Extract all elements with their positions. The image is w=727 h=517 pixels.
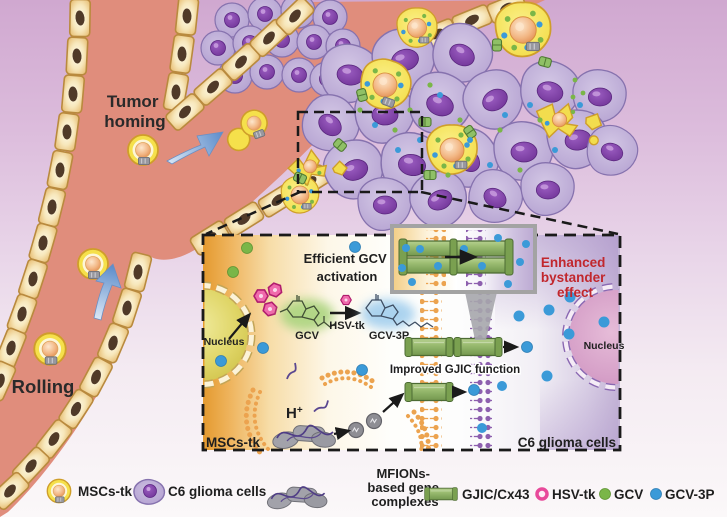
hsv-tk-enzyme <box>253 289 269 303</box>
tumor-mass <box>281 2 645 237</box>
gcv3p-structure <box>365 294 434 328</box>
legend-hsvtk-label: HSV-tk <box>552 487 596 502</box>
tumor-homing-label: Tumor homing <box>104 92 165 131</box>
gcv-label: GCV <box>295 330 320 342</box>
msc-cell <box>34 333 66 365</box>
sub-inset-dots <box>398 234 530 288</box>
glioma-nucleus <box>562 283 619 391</box>
gcv3p-label: GCV-3P <box>369 330 409 342</box>
inset-border <box>201 233 622 452</box>
c6-glioma-inset-label: C6 glioma cells <box>518 435 616 450</box>
sub-inset-magnified <box>390 224 537 294</box>
inset-labels: Efficient GCV activation GCV HSV-tk GCV-… <box>204 251 625 450</box>
vessel-lumen <box>0 0 545 517</box>
legend-gcv3p-label: GCV-3P <box>665 487 715 502</box>
inset-dots-left <box>215 241 368 376</box>
legend-gjic-label: GJIC/Cx43 <box>462 487 530 502</box>
legend-gcv-icon <box>599 488 611 500</box>
legend-msc-icon <box>47 479 70 502</box>
legend-c6-label: C6 glioma cells <box>168 484 266 499</box>
tumor-zoom-box <box>296 110 424 194</box>
mfion-particle <box>365 412 383 430</box>
inset-panel: Efficient GCV activation GCV HSV-tk GCV-… <box>201 224 625 458</box>
apoptotic-msc <box>535 102 603 146</box>
gjic-channels <box>404 336 533 403</box>
mscs-tk-inset-label: MSCs-tk <box>206 435 260 450</box>
msc-cell-in-tumor <box>397 8 437 47</box>
zoom-callout <box>205 110 619 236</box>
mfion-particle <box>347 421 365 439</box>
legend-msc-label: MSCs-tk <box>78 484 132 499</box>
gcv-dots <box>357 77 586 178</box>
gcv-structure <box>279 295 337 328</box>
legend-gcv3p-icon <box>650 488 662 500</box>
legend-gjic-icon <box>424 487 458 501</box>
efficient-gcv-label: Efficient GCV activation <box>304 251 391 284</box>
gap-junction-icon <box>491 38 503 52</box>
flow-arrows <box>93 131 224 321</box>
hsv-tk-label: HSV-tk <box>329 320 365 332</box>
magnifier-wedge <box>465 292 497 340</box>
glioma-nucleus-label: Nucleus <box>584 340 625 352</box>
hsv-tk-enzyme <box>340 294 352 306</box>
tumor-homing-arrow <box>166 131 224 165</box>
gcv3p-dots <box>372 92 583 168</box>
rolling-arrow <box>93 263 122 321</box>
legend: MSCs-tk C6 glioma cells MFIONs- based ge… <box>47 466 715 512</box>
msc-nucleus <box>204 281 256 389</box>
msc-cells-vessel <box>34 109 268 365</box>
legend-hsvtk-icon <box>535 487 549 501</box>
msc-cell-transmigrating <box>226 109 268 152</box>
msc-cell <box>128 135 158 165</box>
gap-junction-icon <box>423 169 437 181</box>
msc-cell-in-tumor <box>495 2 550 56</box>
msc-nucleus-label: Nucleus <box>204 336 245 348</box>
legend-c6-icon <box>133 478 166 505</box>
gcv-activation <box>228 281 434 340</box>
legend-mfion-label: MFIONs- based gene complexes <box>367 466 442 509</box>
scene-labels: Tumor homing Rolling <box>12 92 166 397</box>
rolling-label: Rolling <box>12 376 75 397</box>
h-plus-label: H+ <box>286 405 303 422</box>
improved-gjic-label: Improved GJIC function <box>390 364 520 376</box>
enhanced-bystander-label: Enhanced bystander effect <box>541 255 609 300</box>
legend-gcv-label: GCV <box>614 487 643 502</box>
blood-vessel <box>0 0 545 517</box>
